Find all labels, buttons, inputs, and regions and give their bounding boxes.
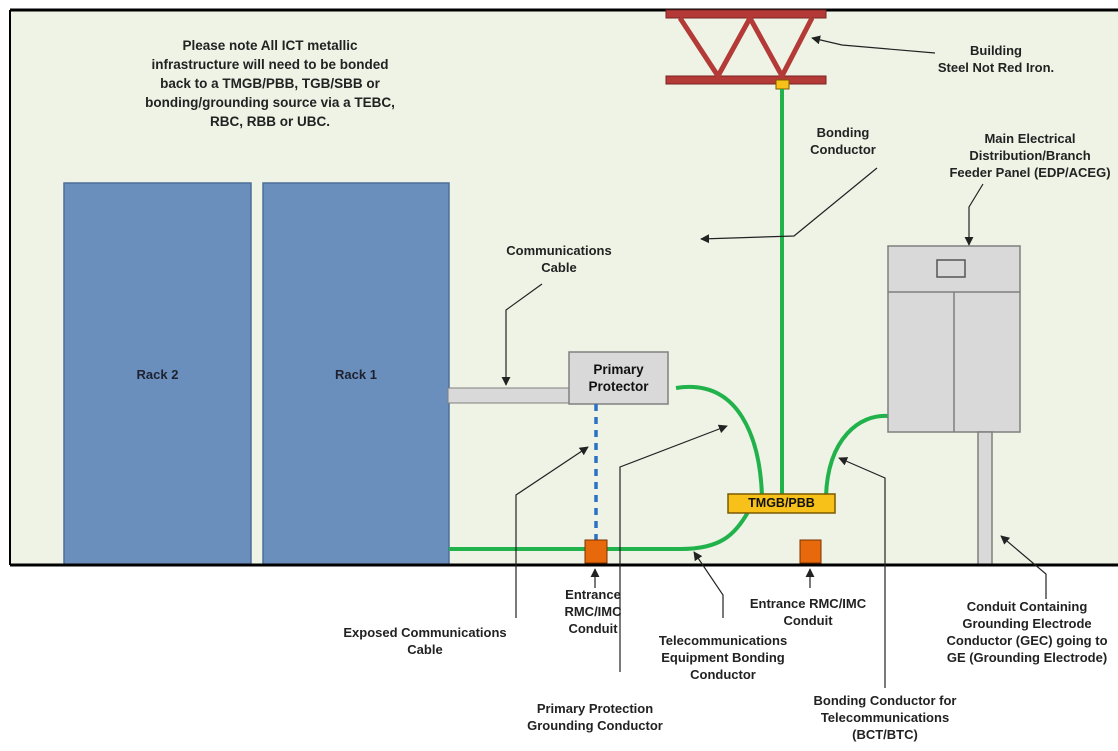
- arrow-primary-protection-gc: [619, 424, 728, 672]
- ict-bonding-note: Please note All ICT metallic infrastruct…: [145, 38, 395, 129]
- primary-protection-gc-label: Primary Protection Grounding Conductor: [527, 701, 663, 733]
- primary-protection-grounding-conductor: [675, 384, 764, 497]
- entrance-conduit-right-label: Entrance RMC/IMC Conduit: [749, 596, 867, 628]
- steel-bond-connector: [775, 79, 790, 90]
- rack-1-label: Rack 1: [335, 367, 377, 382]
- exposed-cable-label: Exposed Communications Cable: [343, 625, 507, 657]
- building-steel-truss: [665, 9, 827, 90]
- entrance-conduit-left-label: Entrance RMC/IMC Conduit: [564, 587, 622, 636]
- bct-label: Bonding Conductor for Telecommunications…: [813, 693, 957, 742]
- tmgb-label: TMGB/PBB: [748, 496, 815, 510]
- electrical-panel: [887, 245, 1021, 566]
- communications-cable-tray: [447, 387, 573, 404]
- arrow-bonding-conductor: [700, 167, 878, 244]
- rack-1: [262, 182, 450, 566]
- communications-cable-label: Communications Cable: [506, 243, 612, 275]
- arrow-tebc: [693, 551, 724, 618]
- tebc-label: Telecommunications Equipment Bonding Con…: [658, 633, 788, 682]
- gec-conduit-label: Conduit Containing Grounding Electrode C…: [946, 599, 1108, 665]
- telecom-equipment-bonding-conductor: [449, 494, 762, 551]
- callout-arrows: [501, 35, 1047, 688]
- rack-2-label: Rack 2: [136, 367, 179, 382]
- primary-protector-box: [568, 351, 669, 405]
- bonding-conductor-label: Bonding Conductor: [810, 125, 876, 157]
- arrow-communications-cable: [501, 283, 543, 386]
- rack-2: [63, 182, 252, 566]
- arrow-bct: [838, 457, 886, 688]
- entrance-conduit-right: [799, 539, 822, 564]
- primary-protector-label: Primary Protector: [588, 362, 649, 394]
- arrow-building-steel: [811, 35, 936, 54]
- arrow-gec: [1000, 535, 1047, 599]
- building-steel-label: Building Steel Not Red Iron.: [937, 43, 1055, 75]
- main-electrical-label: Main Electrical Distribution/Branch Feed…: [949, 131, 1111, 180]
- tmgb-busbar: [727, 493, 836, 514]
- gec-conduit: [977, 431, 993, 566]
- entrance-conduit-left: [584, 539, 608, 564]
- bct-conductor: [824, 413, 889, 497]
- arrow-exposed-cable: [515, 446, 589, 618]
- arrow-main-electrical: [964, 183, 984, 246]
